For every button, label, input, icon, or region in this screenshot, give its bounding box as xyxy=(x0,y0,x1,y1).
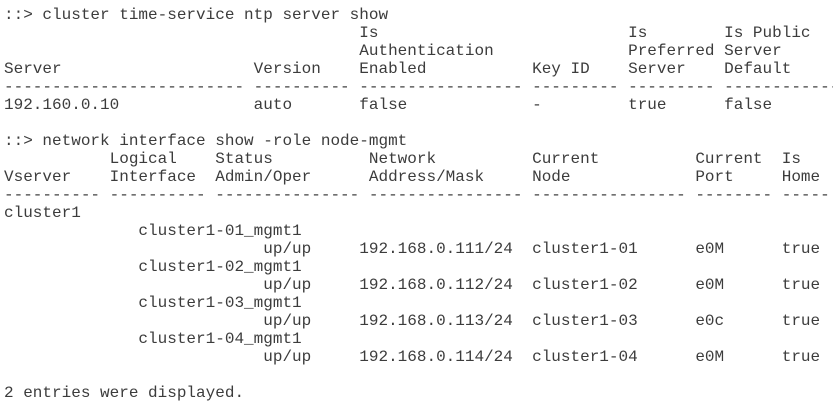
terminal-line: up/up 192.168.0.111/24 cluster1-01 e0M t… xyxy=(4,240,821,258)
terminal-line: ------------------------- ---------- ---… xyxy=(4,78,833,96)
terminal-line: ---------- ---------- --------------- --… xyxy=(4,186,830,204)
terminal-line: Logical Status Network Current Current I… xyxy=(4,150,801,168)
terminal-line: cluster1-02_mgmt1 xyxy=(4,258,302,276)
terminal-line: up/up 192.168.0.114/24 cluster1-04 e0M t… xyxy=(4,348,821,366)
terminal-line: cluster1 xyxy=(4,204,81,222)
terminal-line: Authentication Preferred Server xyxy=(4,42,782,60)
terminal-line: ::> cluster time-service ntp server show xyxy=(4,6,389,24)
terminal-line: Is Is Is Public xyxy=(4,24,811,42)
terminal-line: cluster1-04_mgmt1 xyxy=(4,330,302,348)
terminal-line: Vserver Interface Admin/Oper Address/Mas… xyxy=(4,168,821,186)
terminal-line: cluster1-01_mgmt1 xyxy=(4,222,302,240)
terminal-line: 2 entries were displayed. xyxy=(4,384,245,402)
terminal-line xyxy=(4,114,833,132)
terminal-line xyxy=(4,366,833,384)
terminal-line: cluster1-03_mgmt1 xyxy=(4,294,302,312)
terminal-output: ::> cluster time-service ntp server show… xyxy=(4,6,833,402)
terminal-line: ::> network interface show -role node-mg… xyxy=(4,132,408,150)
terminal-line: 192.160.0.10 auto false - true false xyxy=(4,96,773,114)
terminal-line: up/up 192.168.0.112/24 cluster1-02 e0M t… xyxy=(4,276,821,294)
terminal-line: up/up 192.168.0.113/24 cluster1-03 e0c t… xyxy=(4,312,821,330)
terminal-line: Server Version Enabled Key ID Server Def… xyxy=(4,60,792,78)
